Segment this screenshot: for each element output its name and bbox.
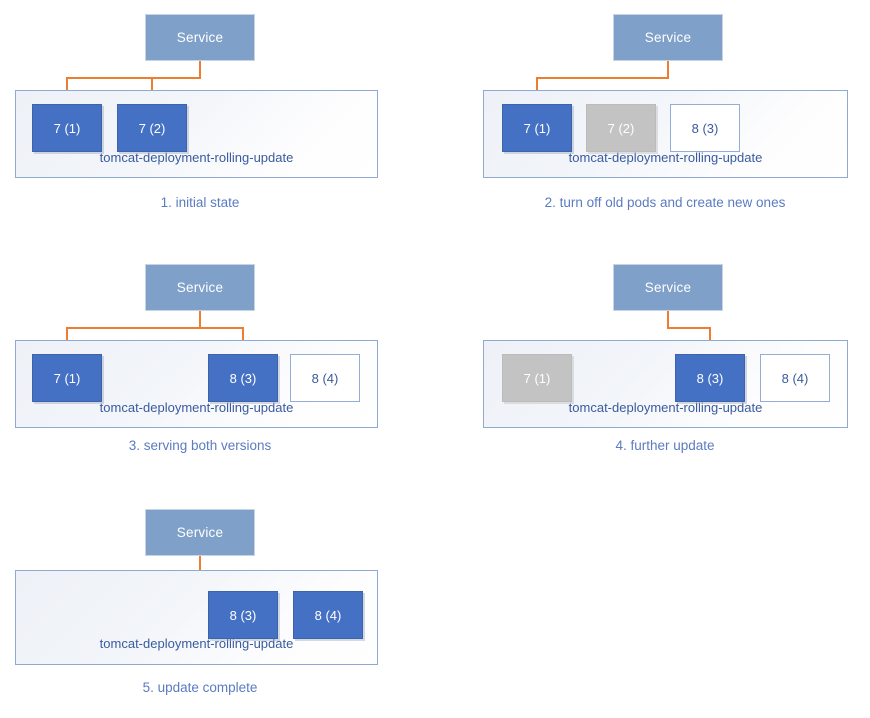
deployment-name-label: tomcat-deployment-rolling-update: [99, 636, 294, 651]
panel-2: Service tomcat-deployment-rolling-update…: [440, 0, 870, 230]
deployment-name-label: tomcat-deployment-rolling-update: [99, 400, 294, 415]
service-label: Service: [644, 279, 692, 295]
pod-8-4[interactable]: 8 (4): [760, 354, 830, 402]
pod-7-2[interactable]: 7 (2): [117, 104, 187, 152]
service-node[interactable]: Service: [145, 509, 255, 556]
pod-label: 7 (1): [523, 370, 551, 386]
pod-label: 7 (2): [138, 120, 166, 136]
pod-label: 8 (3): [229, 370, 257, 386]
deployment-name-label: tomcat-deployment-rolling-update: [99, 150, 294, 165]
pod-label: 8 (4): [314, 607, 342, 623]
pod-8-4[interactable]: 8 (4): [293, 591, 363, 639]
service-label: Service: [176, 524, 224, 540]
pod-8-3[interactable]: 8 (3): [208, 591, 278, 639]
pod-label: 7 (1): [523, 120, 551, 136]
panel-3: Service tomcat-deployment-rolling-update…: [0, 250, 440, 470]
pod-8-3[interactable]: 8 (3): [675, 354, 745, 402]
pod-label: 8 (3): [696, 370, 724, 386]
pod-7-1[interactable]: 7 (1): [502, 354, 572, 402]
service-label: Service: [644, 29, 692, 45]
service-label: Service: [176, 29, 224, 45]
deployment-name-label: tomcat-deployment-rolling-update: [568, 400, 763, 415]
panel-caption: 1. initial state: [160, 195, 240, 210]
pod-label: 8 (4): [311, 370, 339, 386]
pod-7-1[interactable]: 7 (1): [32, 354, 102, 402]
pod-7-1[interactable]: 7 (1): [32, 104, 102, 152]
pod-label: 8 (3): [691, 120, 719, 136]
service-node[interactable]: Service: [145, 14, 255, 61]
pod-8-3[interactable]: 8 (3): [670, 104, 740, 152]
pod-7-1[interactable]: 7 (1): [502, 104, 572, 152]
panel-5: Service tomcat-deployment-rolling-update…: [0, 495, 440, 718]
service-node[interactable]: Service: [613, 14, 723, 61]
pod-label: 7 (2): [607, 120, 635, 136]
pod-8-4[interactable]: 8 (4): [290, 354, 360, 402]
service-node[interactable]: Service: [613, 264, 723, 311]
panel-caption: 4. further update: [615, 438, 715, 453]
panel-1: Service tomcat-deployment-rolling-update…: [0, 0, 440, 230]
pod-label: 8 (3): [229, 607, 257, 623]
panel-4: Service tomcat-deployment-rolling-update…: [440, 250, 870, 470]
deployment-name-label: tomcat-deployment-rolling-update: [568, 150, 763, 165]
pod-label: 8 (4): [781, 370, 809, 386]
pod-8-3[interactable]: 8 (3): [208, 354, 278, 402]
service-node[interactable]: Service: [145, 264, 255, 311]
panel-caption: 5. update complete: [142, 680, 258, 695]
panel-caption: 3. serving both versions: [128, 438, 272, 453]
pod-label: 7 (1): [53, 120, 81, 136]
service-label: Service: [176, 279, 224, 295]
pod-label: 7 (1): [53, 370, 81, 386]
pod-7-2[interactable]: 7 (2): [586, 104, 656, 152]
panel-caption: 2. turn off old pods and create new ones: [544, 195, 786, 210]
